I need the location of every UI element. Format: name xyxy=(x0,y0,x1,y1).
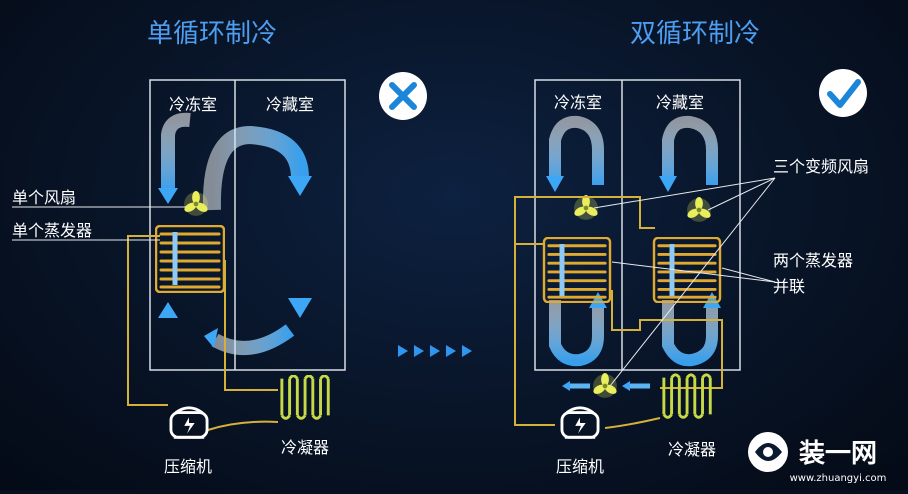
watermark-logo xyxy=(748,432,788,472)
left-title: 单循环制冷 xyxy=(147,19,277,49)
right-compressor-icon xyxy=(560,406,600,439)
right-condenser-icon xyxy=(662,373,712,419)
right-freezer-label: 冷冻室 xyxy=(554,93,602,112)
right-fridge-label: 冷藏室 xyxy=(656,93,704,112)
cross-icon xyxy=(379,72,427,120)
left-fridge-cabinet xyxy=(149,79,346,371)
left-evaporator-label: 单个蒸发器 xyxy=(12,221,92,240)
right-fridge-evaporator-icon xyxy=(652,237,722,303)
right-condenser-fan-icon xyxy=(592,373,618,398)
chevron-arrows-icon xyxy=(398,345,472,357)
right-compressor-label: 压缩机 xyxy=(556,457,604,476)
right-fans-label: 三个变频风扇 xyxy=(773,157,869,176)
left-compressor-label: 压缩机 xyxy=(164,457,212,476)
watermark-brand: 装一网 xyxy=(799,439,877,469)
left-evaporator-coil-icon xyxy=(155,225,225,293)
left-freezer-label: 冷冻室 xyxy=(169,95,217,114)
right-airflow-arrows xyxy=(546,115,721,367)
right-callout-lines xyxy=(593,177,776,387)
left-fan-label: 单个风扇 xyxy=(12,188,76,207)
left-airflow-arrows xyxy=(158,112,312,360)
watermark-url: www.zhuangyi.com xyxy=(790,473,887,484)
left-condenser-label: 冷凝器 xyxy=(281,438,329,457)
right-condenser-airflow xyxy=(562,381,650,391)
left-condenser-icon xyxy=(280,375,330,420)
right-condenser-label: 冷凝器 xyxy=(668,440,716,459)
right-refrigerant-pipes xyxy=(514,196,723,429)
left-refrigerant-pipes xyxy=(127,235,279,431)
right-title: 双循环制冷 xyxy=(630,19,760,49)
right-fridge-cabinet xyxy=(534,79,741,371)
right-evaporator-label-line1: 两个蒸发器 xyxy=(773,251,853,270)
right-evaporator-label-line2: 并联 xyxy=(773,277,805,296)
right-freezer-evaporator-icon xyxy=(542,237,612,303)
left-fridge-label: 冷藏室 xyxy=(266,95,314,114)
check-icon xyxy=(819,69,867,117)
right-evaporator-updraft xyxy=(559,244,675,296)
left-callout-lines xyxy=(12,206,186,241)
left-compressor-icon xyxy=(169,406,209,439)
